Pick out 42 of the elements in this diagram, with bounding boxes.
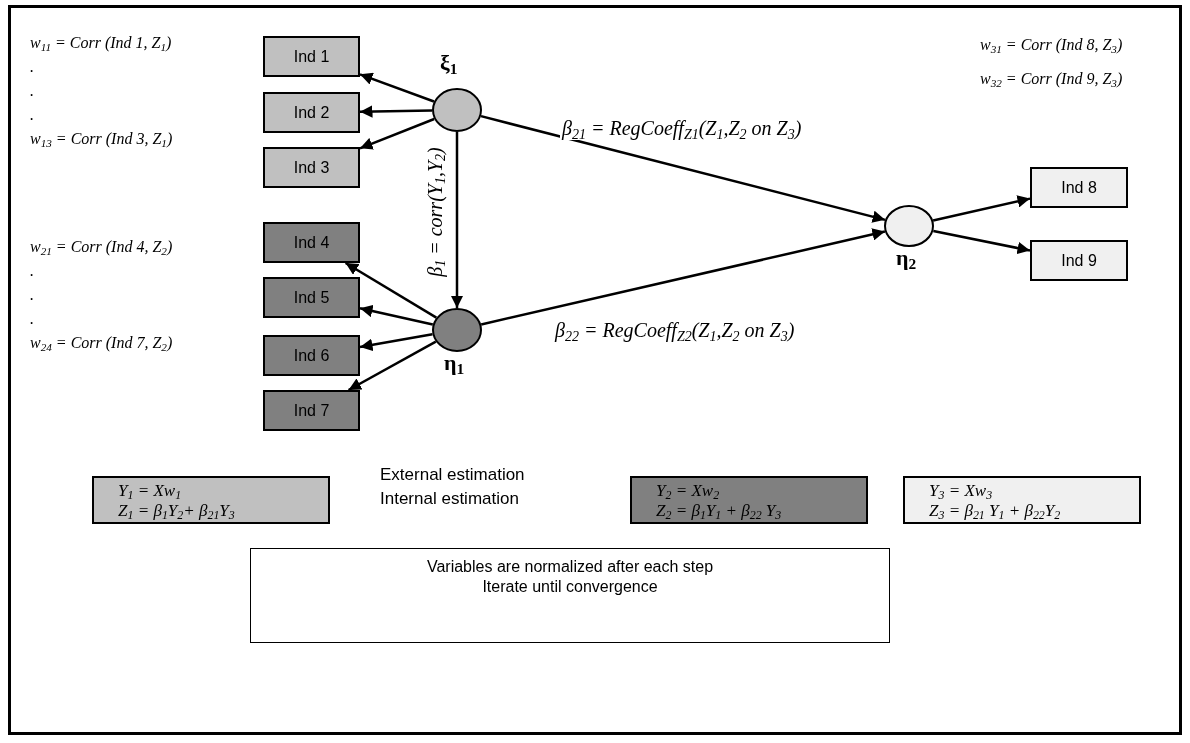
arrow [359, 105, 433, 118]
weight-formula: . [30, 286, 34, 304]
indicator-box: Ind 6 [263, 335, 360, 376]
arrow [347, 340, 437, 392]
weight-formula: w$_{32}$ = Corr (Ind 9, Z$_{3}$) [980, 70, 1123, 88]
arrow [480, 114, 886, 223]
latent-label: η$_{2}$ [896, 245, 917, 271]
indicator-box: Ind 3 [263, 147, 360, 188]
arrow [932, 195, 1031, 222]
indicator-box: Ind 7 [263, 390, 360, 431]
indicator-box: Ind 9 [1030, 240, 1128, 281]
formula-box: Y$_{1}$ = Xw$_{1}$ Z$_{1}$ = β$_{1}$Y$_{2}$+ β$_{21}$Y$_{3}$ [92, 476, 330, 524]
weight-formula: w$_{31}$ = Corr (Ind 8, Z$_{3}$) [980, 36, 1123, 54]
arrow [450, 132, 464, 308]
arrow [359, 304, 434, 326]
note-box: Variables are normalized after each step Iterate until convergence [250, 548, 890, 643]
indicator-box: Ind 2 [263, 92, 360, 133]
formula-box: Y$_{2}$ = Xw$_{2}$ Z$_{2}$ = β$_{1}$Y$_{1}$ + β$_{22}$ Y$_{3}$ [630, 476, 868, 524]
formula-box: Y$_{3}$ = Xw$_{3}$ Z$_{3}$ = β$_{21}$ Y$_{1}$ + β$_{22}$Y$_{2}$ [903, 476, 1141, 524]
arrow [480, 228, 886, 326]
weight-formula: . [30, 58, 34, 76]
arrow [359, 333, 433, 351]
estimation-note: Internal estimation [380, 489, 519, 509]
indicator-box: Ind 1 [263, 36, 360, 77]
arrow [359, 72, 435, 103]
weight-formula: w$_{11}$ = Corr (Ind 1, Z$_{1}$) [30, 34, 172, 52]
latent-label: η$_{1}$ [444, 350, 465, 376]
indicator-box: Ind 8 [1030, 167, 1128, 208]
weight-formula: . [30, 310, 34, 328]
arrow [344, 261, 437, 319]
arrow [933, 229, 1031, 255]
estimation-note: External estimation [380, 465, 525, 485]
latent-label: ξ$_{1}$ [440, 50, 458, 76]
weight-formula: w$_{13}$ = Corr (Ind 3, Z$_{1}$) [30, 130, 173, 148]
weight-formula: w$_{21}$ = Corr (Ind 4, Z$_{2}$) [30, 238, 173, 256]
weight-formula: . [30, 106, 34, 124]
indicator-box: Ind 5 [263, 277, 360, 318]
weight-formula: w$_{24}$ = Corr (Ind 7, Z$_{2}$) [30, 334, 173, 352]
weight-formula: . [30, 262, 34, 280]
indicator-box: Ind 4 [263, 222, 360, 263]
arrow [359, 117, 435, 150]
weight-formula: . [30, 82, 34, 100]
